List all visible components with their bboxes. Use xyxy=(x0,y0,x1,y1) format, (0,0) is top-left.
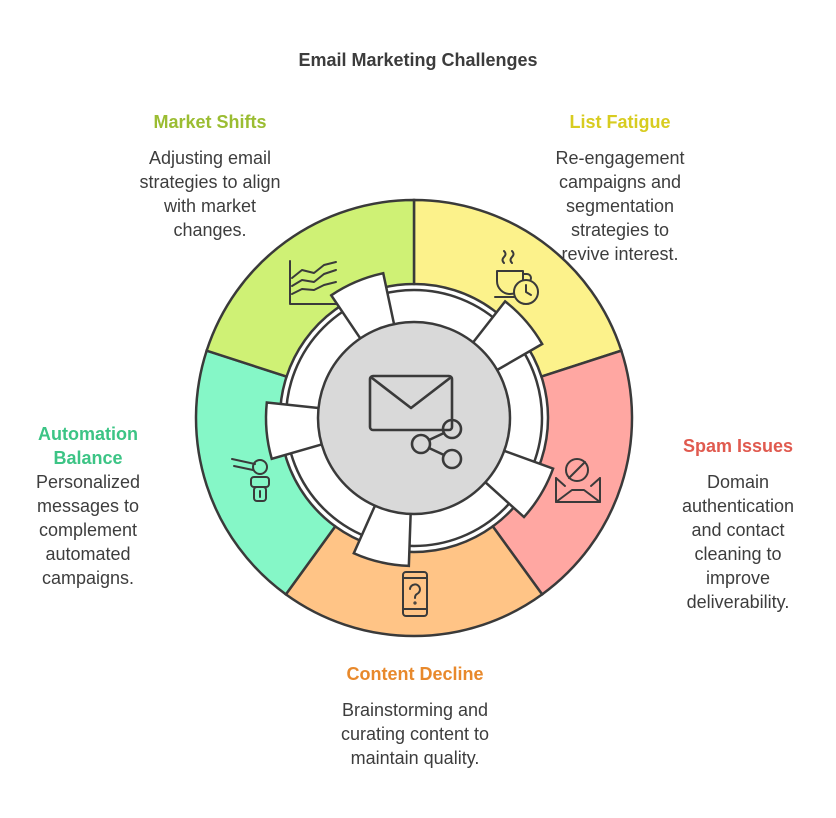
flow-arrow-fill xyxy=(345,294,392,337)
spam-issues-block: Spam Issues Domain authentication and co… xyxy=(660,434,816,614)
flow-arrow-fill xyxy=(287,408,321,450)
market-shifts-heading: Market Shifts xyxy=(153,112,267,132)
phone-question-icon xyxy=(402,571,428,617)
market-shifts-description: Adjusting email strategies to align with… xyxy=(139,148,281,240)
diagram-title: Email Marketing Challenges xyxy=(298,50,538,70)
automation-balance-heading: Automation Balance xyxy=(38,424,138,468)
segment-content-decline xyxy=(284,524,544,638)
robot-arm-icon xyxy=(231,458,270,502)
list-fatigue-description: Re-engagement campaigns and segmentation… xyxy=(555,148,685,264)
segment-market-shifts xyxy=(205,198,416,379)
mail-share-icon xyxy=(368,374,463,470)
blocked-mail-icon xyxy=(555,458,601,503)
segment-spam-issues xyxy=(491,349,634,597)
spam-issues-heading: Spam Issues xyxy=(682,436,794,456)
content-decline-description: Brainstorming and curating content to ma… xyxy=(340,700,490,768)
spam-issues-description: Domain authentication and contact cleani… xyxy=(681,472,795,612)
automation-balance-block: Automation Balance Personalized messages… xyxy=(20,422,156,590)
flow-arrow-fill xyxy=(475,320,523,368)
list-fatigue-block: List Fatigue Re-engagement campaigns and… xyxy=(520,110,720,266)
center-hub xyxy=(316,320,512,516)
content-decline-heading: Content Decline xyxy=(346,664,484,684)
list-fatigue-heading: List Fatigue xyxy=(569,112,671,132)
content-decline-block: Content Decline Brainstorming and curati… xyxy=(305,662,525,770)
market-shifts-block: Market Shifts Adjusting email strategies… xyxy=(110,110,310,242)
automation-balance-description: Personalized messages to complement auto… xyxy=(35,472,141,588)
flow-arrow-fill xyxy=(365,507,409,545)
coffee-clock-icon xyxy=(494,250,539,305)
line-chart-icon xyxy=(289,260,337,305)
